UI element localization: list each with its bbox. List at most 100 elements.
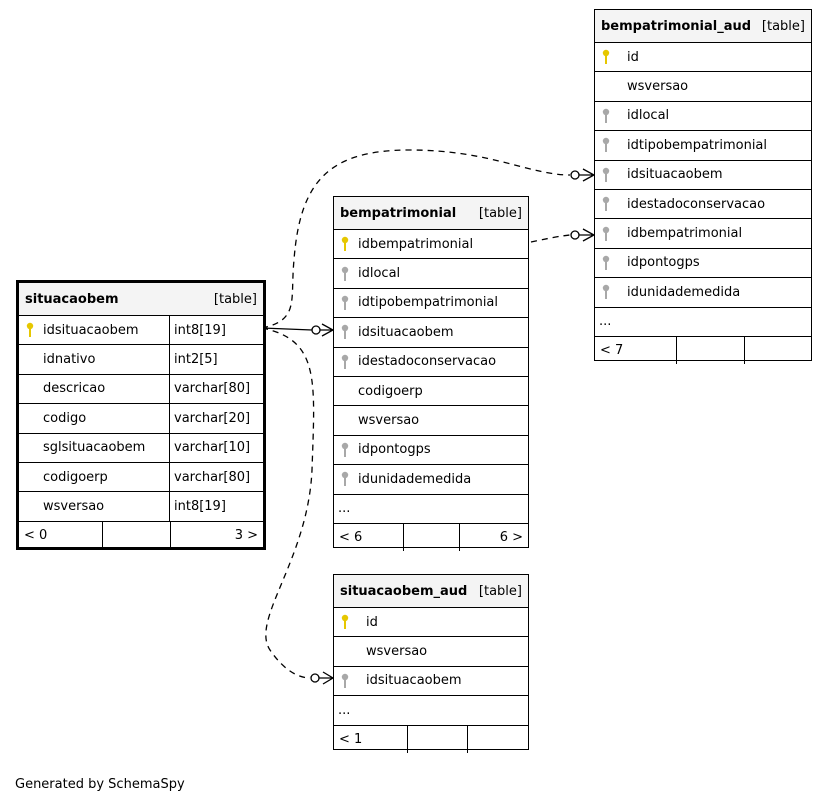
column-name: idestadoconservacao bbox=[358, 354, 497, 370]
column-row[interactable]: id bbox=[595, 43, 811, 73]
column-row[interactable]: idpontogps bbox=[334, 436, 528, 466]
table-header: situacaobem [table] bbox=[19, 283, 263, 316]
column-type: varchar[80] bbox=[169, 374, 263, 404]
table-name: situacaobem_aud bbox=[340, 583, 468, 599]
no-key-spacer bbox=[334, 637, 356, 665]
link-crowfoot bbox=[320, 323, 335, 337]
key-icon bbox=[334, 608, 356, 636]
column-name: idbempatrimonial bbox=[358, 236, 474, 252]
table-footer: < 1 bbox=[334, 725, 528, 753]
footer-middle bbox=[404, 523, 460, 551]
column-row[interactable]: idbempatrimonial bbox=[595, 219, 811, 249]
table-situacaobem_aud[interactable]: situacaobem_aud [table] id wsversao idsitu… bbox=[333, 574, 529, 753]
column-name: codigo bbox=[43, 410, 87, 426]
key-icon bbox=[334, 230, 356, 258]
column-row[interactable]: descricao varchar[80] bbox=[19, 374, 263, 405]
column-row[interactable]: idsituacaobem bbox=[595, 161, 811, 190]
foreign-key-icon bbox=[334, 667, 356, 695]
column-row[interactable]: codigoerp varchar[80] bbox=[19, 462, 263, 493]
footer-children[interactable]: 3 > bbox=[234, 527, 258, 543]
column-name: codigoerp bbox=[358, 383, 423, 399]
no-key-spacer bbox=[334, 377, 356, 405]
table-bempatrimonial[interactable]: bempatrimonial [table] idbempatrimonial i… bbox=[333, 196, 529, 551]
column-row[interactable]: idbempatrimonial bbox=[334, 230, 528, 260]
column-name: idlocal bbox=[627, 108, 670, 124]
footer-children[interactable] bbox=[745, 337, 811, 364]
footer-children[interactable]: 6 > bbox=[499, 529, 523, 545]
column-name: wsversao bbox=[627, 79, 689, 95]
foreign-key-icon bbox=[595, 278, 617, 306]
link-situacaobem-bempatrimonial bbox=[261, 327, 313, 331]
no-key-spacer bbox=[19, 463, 41, 491]
column-row[interactable]: ... bbox=[334, 696, 528, 726]
column-row[interactable]: idsituacaobem int8[19] bbox=[19, 316, 263, 346]
column-name: id bbox=[627, 49, 639, 65]
column-row[interactable]: idlocal bbox=[334, 259, 528, 289]
column-type: int8[19] bbox=[169, 316, 263, 345]
foreign-key-icon bbox=[334, 465, 356, 493]
column-row[interactable]: idnativo int2[5] bbox=[19, 345, 263, 375]
foreign-key-icon bbox=[595, 190, 617, 218]
column-type: int2[5] bbox=[169, 345, 263, 374]
column-name: idbempatrimonial bbox=[627, 226, 743, 242]
footer-parents[interactable]: < 0 bbox=[19, 521, 103, 549]
column-row[interactable]: id bbox=[334, 608, 528, 638]
table-kind: [table] bbox=[213, 291, 257, 307]
table-name: situacaobem bbox=[25, 291, 119, 307]
column-name: idtipobempatrimonial bbox=[358, 295, 499, 311]
column-row[interactable]: ... bbox=[334, 495, 528, 524]
column-row[interactable]: idunidademedida bbox=[334, 465, 528, 495]
column-name: codigoerp bbox=[43, 469, 108, 485]
link-end-circle bbox=[311, 325, 321, 335]
link-situacaobem-bempatrimonial_aud bbox=[261, 149, 571, 329]
foreign-key-icon bbox=[334, 348, 356, 376]
column-row[interactable]: idtipobempatrimonial bbox=[334, 289, 528, 319]
table-footer: < 7 bbox=[595, 336, 811, 364]
column-name: idlocal bbox=[358, 266, 401, 282]
column-row[interactable]: wsversao bbox=[595, 72, 811, 102]
link-bempatrimonial-bempatrimonial_aud bbox=[530, 234, 571, 243]
column-row[interactable]: idpontogps bbox=[595, 249, 811, 279]
column-row[interactable]: ... bbox=[595, 308, 811, 337]
foreign-key-icon bbox=[595, 102, 617, 130]
column-name: wsversao bbox=[358, 413, 420, 429]
column-name: wsversao bbox=[43, 499, 105, 515]
column-name: idsituacaobem bbox=[43, 322, 139, 338]
foreign-key-icon bbox=[595, 131, 617, 159]
column-name: idpontogps bbox=[627, 255, 700, 271]
table-situacaobem[interactable]: situacaobem [table] idsituacaobem int8[19… bbox=[16, 280, 266, 550]
column-row[interactable]: idunidademedida bbox=[595, 278, 811, 308]
column-row[interactable]: idestadoconservacao bbox=[595, 190, 811, 220]
column-row[interactable]: idtipobempatrimonial bbox=[595, 131, 811, 161]
column-row[interactable]: idestadoconservacao bbox=[334, 348, 528, 377]
more-columns: ... bbox=[338, 501, 351, 517]
column-name: idnativo bbox=[43, 352, 96, 368]
column-row[interactable]: idsituacaobem bbox=[334, 667, 528, 697]
column-row[interactable]: idsituacaobem bbox=[334, 318, 528, 348]
column-type: varchar[80] bbox=[169, 462, 263, 492]
column-name: idsituacaobem bbox=[366, 673, 462, 689]
column-name: descricao bbox=[43, 381, 106, 397]
more-columns: ... bbox=[599, 314, 612, 330]
table-kind: [table] bbox=[478, 205, 522, 221]
table-header: bempatrimonial [table] bbox=[334, 197, 528, 230]
column-row[interactable]: codigoerp bbox=[334, 377, 528, 407]
no-key-spacer bbox=[595, 72, 617, 100]
footer-parents[interactable]: < 1 bbox=[334, 725, 408, 753]
column-type: varchar[10] bbox=[169, 433, 263, 462]
column-row[interactable]: idlocal bbox=[595, 102, 811, 132]
footer-children[interactable] bbox=[468, 726, 528, 753]
footer-parents[interactable]: < 6 bbox=[334, 523, 404, 551]
column-name: idestadoconservacao bbox=[627, 196, 766, 212]
column-row[interactable]: wsversao bbox=[334, 637, 528, 667]
table-header: situacaobem_aud [table] bbox=[334, 575, 528, 608]
generator-caption: Generated by SchemaSpy bbox=[15, 777, 185, 792]
footer-parents[interactable]: < 7 bbox=[595, 336, 677, 364]
column-row[interactable]: wsversao bbox=[334, 406, 528, 436]
column-name: idunidademedida bbox=[627, 284, 741, 300]
column-name: wsversao bbox=[366, 644, 428, 660]
